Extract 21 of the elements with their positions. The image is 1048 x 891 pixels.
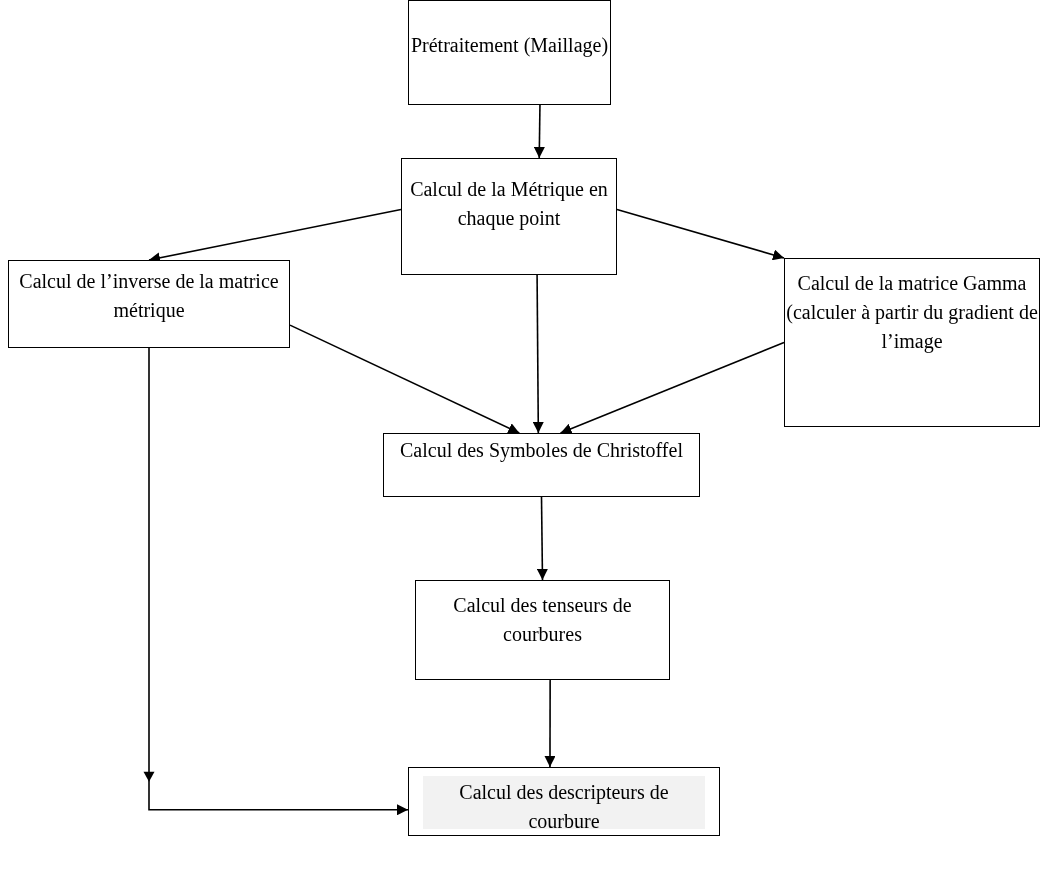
process-box: [401, 158, 617, 275]
box-label: Calcul de l’inverse de la matrice métrique: [18, 269, 280, 324]
process-box: [784, 258, 1040, 427]
box-label: Calcul des tenseurs de courbures: [452, 593, 633, 647]
arrow: [559, 341, 785, 434]
process-box: [408, 0, 611, 105]
box-label: Calcul de la matrice Gamma (calculer à partir du gradient de l’image: [785, 271, 1039, 355]
process-box: [383, 433, 700, 497]
arrow: [616, 208, 785, 261]
arrow: [544, 679, 556, 768]
process-box: [415, 580, 670, 680]
box-label: Calcul de la Métrique en chaque point: [409, 177, 609, 232]
arrow: [289, 324, 521, 434]
box-label: Prétraitement (Maillage): [410, 33, 609, 59]
box-label: Calcul des Symboles de Christoffel: [400, 438, 683, 464]
arrow: [536, 496, 548, 581]
box-label: Calcul des descripteurs de courbure: [423, 776, 705, 829]
arrow: [533, 104, 545, 159]
arrow: [532, 274, 544, 434]
process-box: [408, 767, 720, 836]
process-box: [8, 260, 290, 348]
